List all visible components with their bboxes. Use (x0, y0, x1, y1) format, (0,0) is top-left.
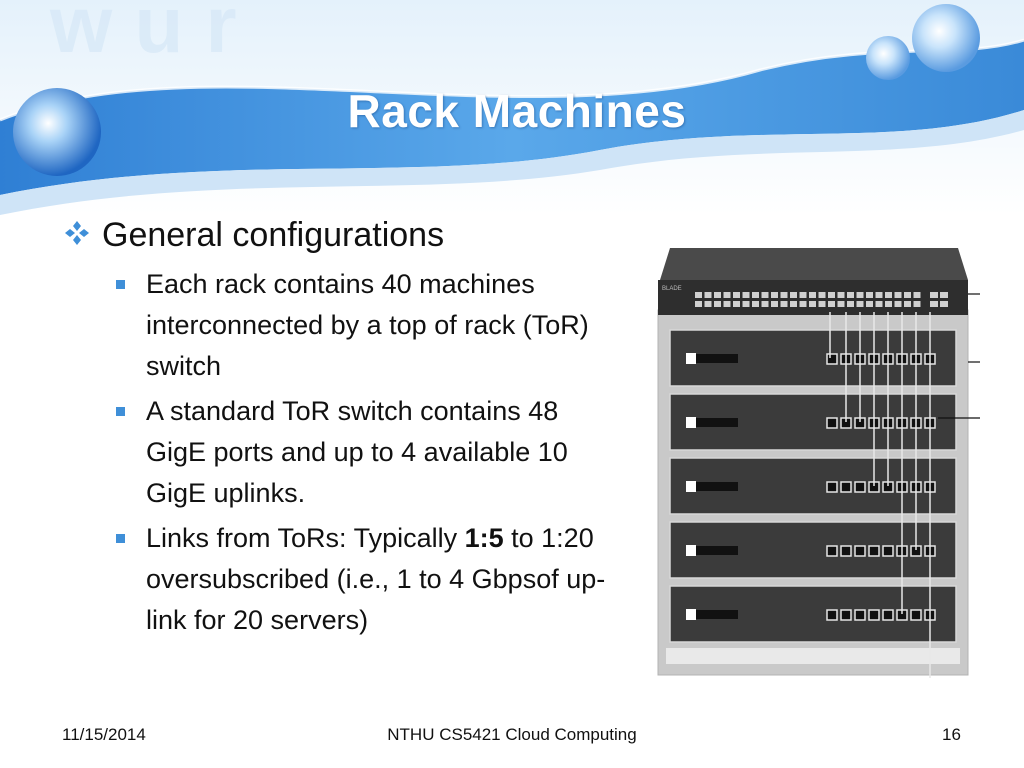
diamond-bullet-icon (62, 212, 102, 260)
square-bullet-icon (116, 407, 125, 416)
square-bullet-icon (116, 280, 125, 289)
sub-bullet-text: Each rack contains 40 machines interconn… (146, 269, 589, 381)
square-bullet-icon (116, 534, 125, 543)
rack-illustration-graphic: BLADE (657, 248, 980, 678)
bullet-list: General configurations Each rack contain… (62, 212, 622, 641)
sub-bullet: A standard ToR switch contains 48 GigE p… (116, 391, 622, 514)
svg-text:BLADE: BLADE (662, 286, 682, 292)
level1-bullet: General configurations (62, 212, 622, 260)
slide-title: Rack Machines (347, 85, 687, 137)
sub-bullet-text: Links from ToRs: Typically 1:5 to 1:20 o… (146, 518, 611, 641)
banner-wave-graphic: w u r (0, 0, 1024, 215)
header-banner: w u r (0, 0, 1024, 215)
sub-bullet: Each rack contains 40 machines interconn… (116, 264, 622, 387)
sub-bullet-text-end: to 1:20 oversubscribed (i.e., 1 to 4 Gbp… (146, 523, 606, 635)
sub-bullet-text: A standard ToR switch contains 48 GigE p… (146, 396, 568, 508)
sub-bullet-text-start: Links from ToRs: Typically (146, 523, 465, 553)
sub-bullet: Links from ToRs: Typically 1:5 to 1:20 o… (116, 518, 622, 641)
footer-page-number: 16 (942, 725, 961, 744)
footer-date: 11/15/2014 (62, 725, 146, 744)
level1-text: General configurations (102, 216, 445, 254)
rack-server-switch-illustration: BLADE (640, 240, 990, 680)
svg-text:w u r: w u r (49, 0, 237, 69)
footer-course: NTHU CS5421 Cloud Computing (387, 725, 637, 744)
sub-bullet-bold-ratio: 1:5 (464, 523, 504, 553)
